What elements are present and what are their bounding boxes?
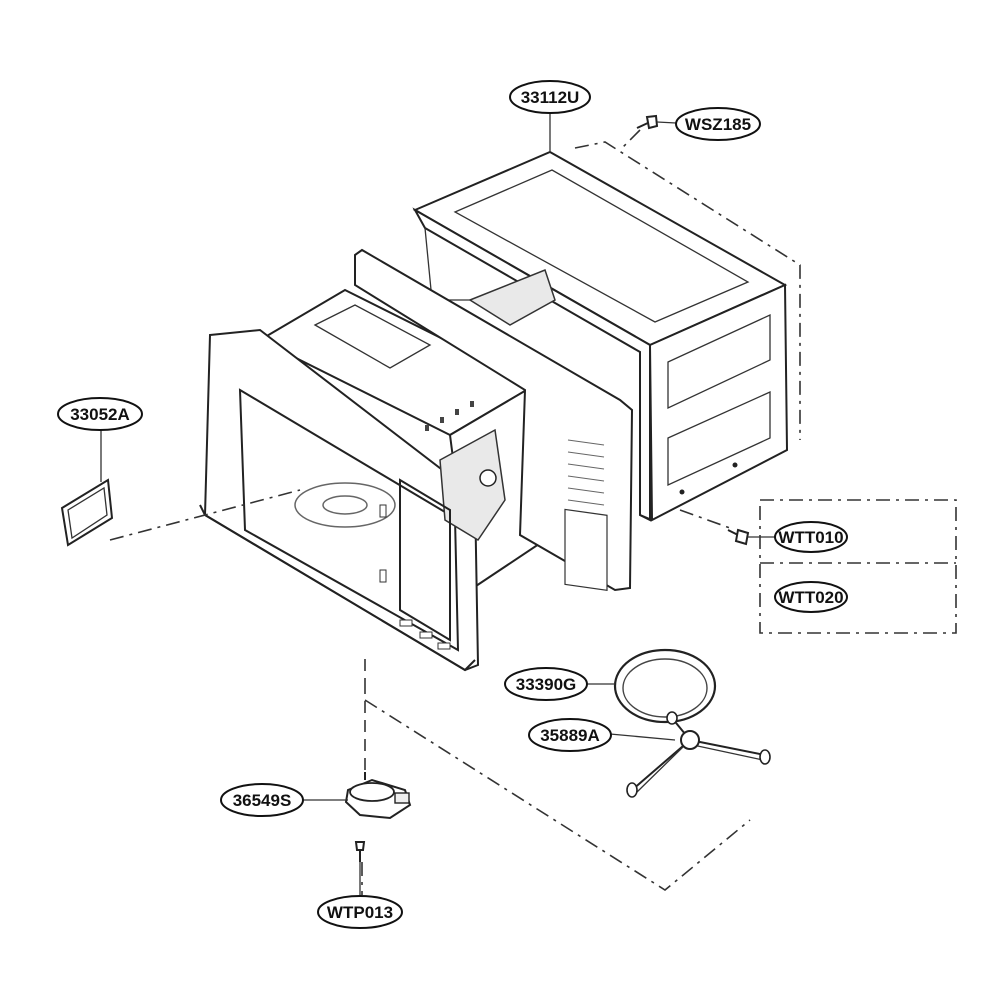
svg-text:WTP013: WTP013 <box>327 903 393 922</box>
label-33112U: 33112U <box>509 80 591 114</box>
inner-cavity-assembly <box>199 248 634 672</box>
label-36549S: 36549S <box>220 783 304 817</box>
leader-lines <box>100 113 776 896</box>
label-WSZ185: WSZ185 <box>675 107 761 141</box>
label-35889A: 35889A <box>528 718 612 752</box>
svg-text:WTT010: WTT010 <box>778 528 843 547</box>
assembly-guides <box>109 129 957 895</box>
screw-wtt010-part <box>727 528 750 546</box>
label-33390G: 33390G <box>504 667 588 701</box>
label-WTT010: WTT010 <box>774 521 848 553</box>
roller-ring-part <box>626 711 771 798</box>
glass-tray-part <box>613 648 717 724</box>
svg-text:36549S: 36549S <box>233 791 292 810</box>
svg-text:WSZ185: WSZ185 <box>685 115 751 134</box>
svg-text:WTT020: WTT020 <box>778 588 843 607</box>
svg-text:33390G: 33390G <box>516 675 577 694</box>
label-33052A: 33052A <box>57 397 143 431</box>
outer-cabinet <box>412 150 789 522</box>
turntable-motor-part <box>344 772 412 820</box>
svg-text:35889A: 35889A <box>540 726 600 745</box>
screw-wsz185-part <box>636 114 659 130</box>
screw-wtp013-part <box>354 841 366 862</box>
label-WTT020: WTT020 <box>774 581 848 613</box>
svg-text:33052A: 33052A <box>70 405 130 424</box>
label-WTP013: WTP013 <box>317 895 403 929</box>
svg-text:33112U: 33112U <box>521 88 580 107</box>
waveguide-cover-part <box>60 478 114 547</box>
